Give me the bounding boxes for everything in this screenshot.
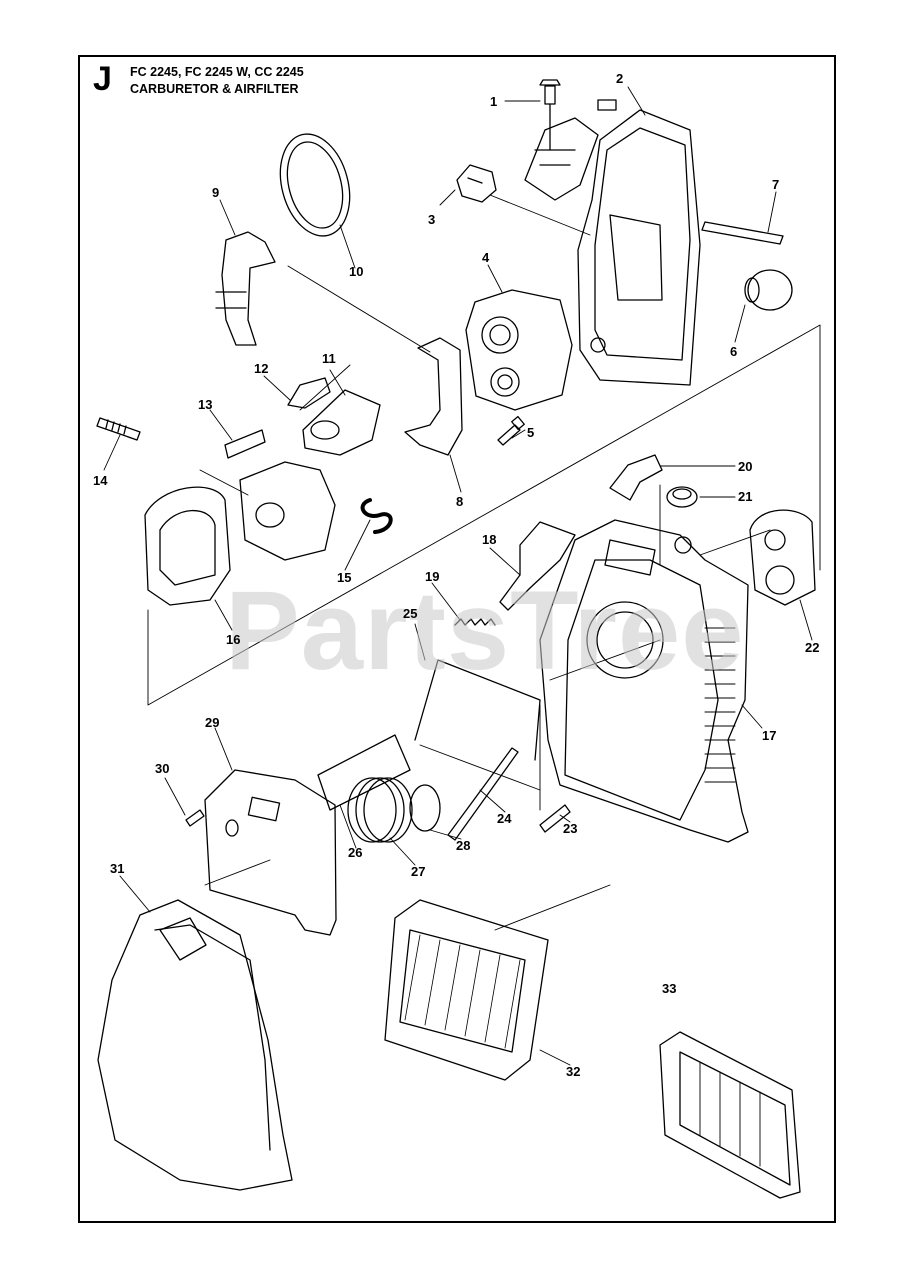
callout-5: 5 — [527, 425, 535, 440]
assembly-guide-lines — [148, 195, 820, 930]
callout-23: 23 — [563, 821, 578, 836]
part-27-coil-hose — [348, 778, 412, 842]
models-line: FC 2245, FC 2245 W, CC 2245 — [130, 65, 304, 79]
callout-16: 16 — [226, 632, 241, 647]
watermark: PartsTree — [225, 568, 745, 693]
part-16-cover — [145, 487, 230, 605]
callout-25: 25 — [403, 606, 418, 621]
callout-21: 21 — [738, 489, 753, 504]
callout-6: 6 — [730, 344, 738, 359]
part-10-ring — [270, 126, 361, 244]
part-13-spring — [225, 430, 265, 458]
callout-24: 24 — [497, 811, 512, 826]
callout-17: 17 — [762, 728, 777, 743]
part-31-outer-cover — [98, 900, 292, 1190]
part-33-pleated-filter — [660, 1032, 800, 1198]
part-26-duct — [318, 735, 410, 810]
part-32-filter-element — [385, 900, 548, 1080]
callout-33: 33 — [662, 981, 677, 996]
part-2-housing — [525, 100, 700, 385]
part-29-filter-holder — [205, 770, 336, 935]
part-carburetor-body — [240, 462, 335, 560]
part-21-grommet — [667, 487, 697, 507]
part-14-bolt — [97, 418, 140, 440]
callout-19: 19 — [425, 569, 440, 584]
callout-31: 31 — [110, 861, 125, 876]
callout-leaders — [104, 87, 812, 1065]
callout-10: 10 — [349, 264, 364, 279]
part-11-gasket — [303, 390, 380, 455]
callout-20: 20 — [738, 459, 753, 474]
part-28-o-ring — [410, 785, 440, 831]
callout-8: 8 — [456, 494, 464, 509]
callout-32: 32 — [566, 1064, 581, 1079]
callout-13: 13 — [198, 397, 213, 412]
callout-7: 7 — [772, 177, 780, 192]
part-18-choke-lever — [500, 522, 575, 610]
callout-12: 12 — [254, 361, 269, 376]
part-4-intake-manifold — [466, 290, 572, 410]
part-9-bracket — [216, 232, 275, 345]
part-24-bolt — [448, 748, 518, 840]
part-23-screw — [540, 805, 570, 832]
callout-2: 2 — [616, 71, 624, 86]
callout-28: 28 — [456, 838, 471, 853]
callout-22: 22 — [805, 640, 820, 655]
part-8-bracket — [405, 338, 462, 455]
part-6-knob — [745, 270, 792, 310]
callout-26: 26 — [348, 845, 363, 860]
part-20-clip — [610, 455, 662, 500]
part-12-lever — [288, 378, 330, 408]
callout-1: 1 — [490, 94, 498, 109]
callout-9: 9 — [212, 185, 220, 200]
callout-3: 3 — [428, 212, 436, 227]
callout-15: 15 — [337, 570, 352, 585]
part-25-wire — [415, 660, 540, 760]
callout-29: 29 — [205, 715, 220, 730]
part-19-spring — [455, 619, 495, 625]
part-5-screw — [498, 417, 524, 445]
callout-11: 11 — [322, 351, 336, 366]
diagram-frame — [78, 55, 836, 1223]
part-30-screw — [186, 810, 204, 826]
section-letter: J — [93, 60, 112, 98]
part-22-plate — [750, 510, 815, 605]
part-17-filter-housing — [540, 520, 748, 842]
callout-27: 27 — [411, 864, 426, 879]
callout-4: 4 — [482, 250, 490, 265]
part-15-hose — [363, 500, 391, 532]
part-1-screw — [540, 80, 560, 150]
callout-18: 18 — [482, 532, 497, 547]
part-3-grommet — [457, 165, 496, 202]
callout-14: 14 — [93, 473, 108, 488]
diagram-title: CARBURETOR & AIRFILTER — [130, 82, 299, 96]
callout-30: 30 — [155, 761, 170, 776]
part-7-pin — [702, 222, 783, 244]
